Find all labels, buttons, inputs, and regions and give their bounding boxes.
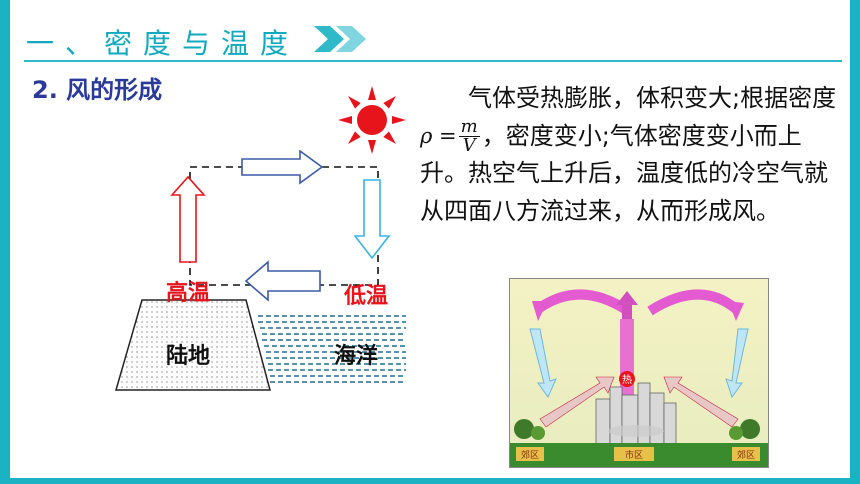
paragraph-part-2: ，密度变小;气体密度变小而上升。热空气上升后，温度低的冷空气就从四面八方流过来，… xyxy=(420,121,828,225)
left-frame-bar xyxy=(0,0,10,484)
wind-circulation-diagram xyxy=(115,150,406,391)
illustration-canvas: 热 郊区 市区 郊区 xyxy=(510,279,768,467)
left-down-arrow xyxy=(529,328,557,399)
city-heat-island-illustration: 热 郊区 市区 郊区 xyxy=(509,278,769,468)
left-inflow-arrow xyxy=(539,376,615,428)
section-subtitle: 2. 风的形成 xyxy=(32,76,163,104)
land-shape xyxy=(115,299,271,391)
paragraph-part-1: 气体受热膨胀，体积变大;根据密度 xyxy=(468,84,837,112)
page-title: 一、密度与温度 xyxy=(26,27,300,60)
center-up-arrow-head xyxy=(616,291,638,319)
suburb-left-label: 郊区 xyxy=(521,449,539,461)
chevron-decoration-icon xyxy=(314,26,366,52)
formula-denominator: V xyxy=(462,135,476,156)
high-temp-label: 高温 xyxy=(166,281,211,306)
upper-flow-arrow xyxy=(241,150,324,185)
city-label: 市区 xyxy=(625,449,643,461)
right-pink-arc xyxy=(647,289,740,316)
sun-icon xyxy=(338,86,406,154)
right-down-arrow xyxy=(725,328,749,399)
rising-air-arrow xyxy=(170,175,206,263)
sea-waves xyxy=(258,315,406,383)
formula-lhs: ρ = xyxy=(420,123,457,148)
title-underline xyxy=(24,60,842,62)
low-temp-label: 低温 xyxy=(344,284,389,309)
surface-flow-arrow xyxy=(244,260,321,302)
right-frame-bar xyxy=(850,0,860,484)
heat-label: 热 xyxy=(622,373,632,386)
bottom-frame-bar xyxy=(0,478,860,484)
right-inflow-arrow xyxy=(663,376,739,428)
dashed-loop xyxy=(189,166,379,286)
land-label: 陆地 xyxy=(166,344,211,369)
suburb-right-label: 郊区 xyxy=(737,449,755,461)
sinking-air-arrow xyxy=(353,179,391,260)
sea-label: 海洋 xyxy=(334,344,379,369)
formula-numerator: m xyxy=(458,116,480,137)
